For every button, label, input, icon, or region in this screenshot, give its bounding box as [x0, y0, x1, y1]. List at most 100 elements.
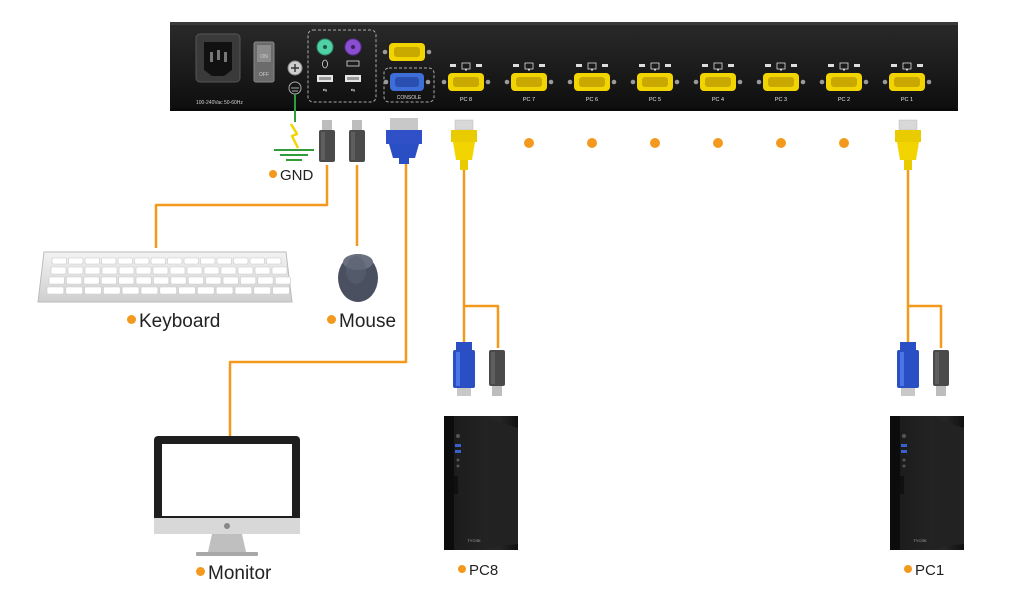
keyboard-key — [65, 286, 83, 295]
keyboard-key — [240, 276, 257, 285]
usb-icon — [476, 64, 482, 67]
usb-icon — [854, 64, 860, 67]
pc-port-2: PC 2 — [819, 62, 869, 103]
usb-icon — [665, 64, 671, 67]
keyboard-key — [183, 257, 199, 265]
keyboard-key — [257, 276, 274, 285]
usb-icon — [602, 64, 608, 67]
power-inlet — [195, 33, 241, 83]
usb-icon — [513, 64, 519, 67]
pc8-usb-plug-bottom — [489, 350, 505, 396]
pc-port-8: PC 8 — [441, 62, 491, 103]
keyboard-key — [274, 276, 291, 285]
gnd-dot-icon — [269, 170, 277, 179]
svg-text:⇆: ⇆ — [351, 88, 355, 94]
usb-icon — [828, 64, 834, 67]
keyboard-key — [222, 276, 239, 285]
port-dot-pc2 — [839, 138, 849, 148]
monitor-cable — [228, 163, 408, 438]
pc-port-6: PC 6 — [567, 62, 617, 103]
console-port-group: ⇆ ⇆ — [307, 29, 377, 103]
keyboard-key — [134, 257, 150, 265]
pc8-vga-plug-bottom — [453, 342, 475, 396]
keyboard-key — [233, 257, 249, 265]
pc-port-label: PC 4 — [712, 97, 724, 103]
ground-lead — [274, 94, 314, 161]
usb-icon — [702, 64, 708, 67]
port-dot-pc6 — [587, 138, 597, 148]
pc-port-label: PC 8 — [460, 97, 472, 103]
keyboard-key — [216, 257, 232, 265]
pc-port-label: PC 2 — [838, 97, 850, 103]
usb-icon — [539, 64, 545, 67]
keyboard-key — [66, 276, 83, 285]
keyboard-key — [186, 266, 203, 275]
keyboard-key — [84, 266, 101, 275]
pc1-vga-plug-top — [894, 119, 922, 171]
pc-port-label: PC 7 — [523, 97, 535, 103]
ground-terminal — [287, 60, 303, 95]
gnd-text: GND — [280, 167, 314, 184]
console-vga-group: CONSOLE — [382, 43, 435, 103]
keyboard-key — [153, 276, 170, 285]
keyboard-key — [150, 257, 166, 265]
keyboard-key — [169, 266, 186, 275]
keyboard-key — [101, 266, 118, 275]
keyboard-key — [220, 266, 237, 275]
keyboard-cable — [154, 165, 329, 248]
keyboard-key — [249, 257, 265, 265]
usb-icon — [576, 64, 582, 67]
gnd-label: GND — [269, 167, 313, 184]
pc-port-7: PC 7 — [504, 62, 554, 103]
mouse-text: Mouse — [339, 311, 397, 332]
keyboard-key — [237, 266, 254, 275]
pc-port-label: PC 1 — [901, 97, 913, 103]
pc8-cable-usb — [462, 170, 500, 348]
pc-port-3: PC 3 — [756, 62, 806, 103]
port-dot-pc7 — [524, 138, 534, 148]
keyboard-image — [37, 251, 293, 303]
keyboard-key — [140, 286, 159, 295]
keyboard-key — [152, 266, 169, 275]
keyboard-key — [187, 276, 204, 285]
usb-icon — [450, 64, 456, 67]
monitor-vga-plug — [386, 118, 422, 164]
keyboard-key — [234, 286, 253, 295]
pc8-dot-icon — [458, 565, 466, 574]
cable-lines — [154, 163, 943, 438]
keyboard-key — [51, 257, 67, 265]
kvm-switch-body — [170, 22, 958, 111]
pc1-brand: TYCSK — [913, 538, 927, 543]
pc1-usb-plug-bottom — [933, 350, 949, 396]
usb-icon — [728, 64, 734, 67]
port-dot-pc4 — [713, 138, 723, 148]
console-label: CONSOLE — [397, 95, 422, 101]
keyboard-key — [200, 257, 216, 265]
usb-icon — [791, 64, 797, 67]
keyboard-key — [68, 257, 84, 265]
keyboard-key — [253, 286, 271, 295]
keyboard-key — [205, 276, 222, 285]
pc1-dot-icon — [904, 565, 912, 574]
pc8-text: PC8 — [469, 562, 499, 579]
keyboard-key — [117, 257, 133, 265]
keyboard-key — [101, 257, 117, 265]
keyboard-key — [271, 266, 288, 275]
keyboard-key — [135, 266, 152, 275]
keyboard-key — [67, 266, 84, 275]
mouse-dot-icon — [327, 315, 336, 325]
pc8-brand: TYCSK — [467, 538, 481, 543]
power-rating-text: 100-240Vac 50-60Hz — [196, 100, 243, 106]
mouse-label: Mouse — [327, 311, 396, 333]
usb-icon — [639, 64, 645, 67]
svg-text:⇆: ⇆ — [323, 88, 327, 94]
keyboard-key — [118, 276, 135, 285]
switch-off-label: OFF — [259, 72, 269, 78]
unused-port-dots — [524, 138, 849, 148]
usb-icon — [765, 64, 771, 67]
keyboard-key — [254, 266, 271, 275]
keyboard-key — [197, 286, 215, 295]
switch-on-label: ON — [260, 54, 268, 60]
monitor-image — [154, 436, 300, 556]
